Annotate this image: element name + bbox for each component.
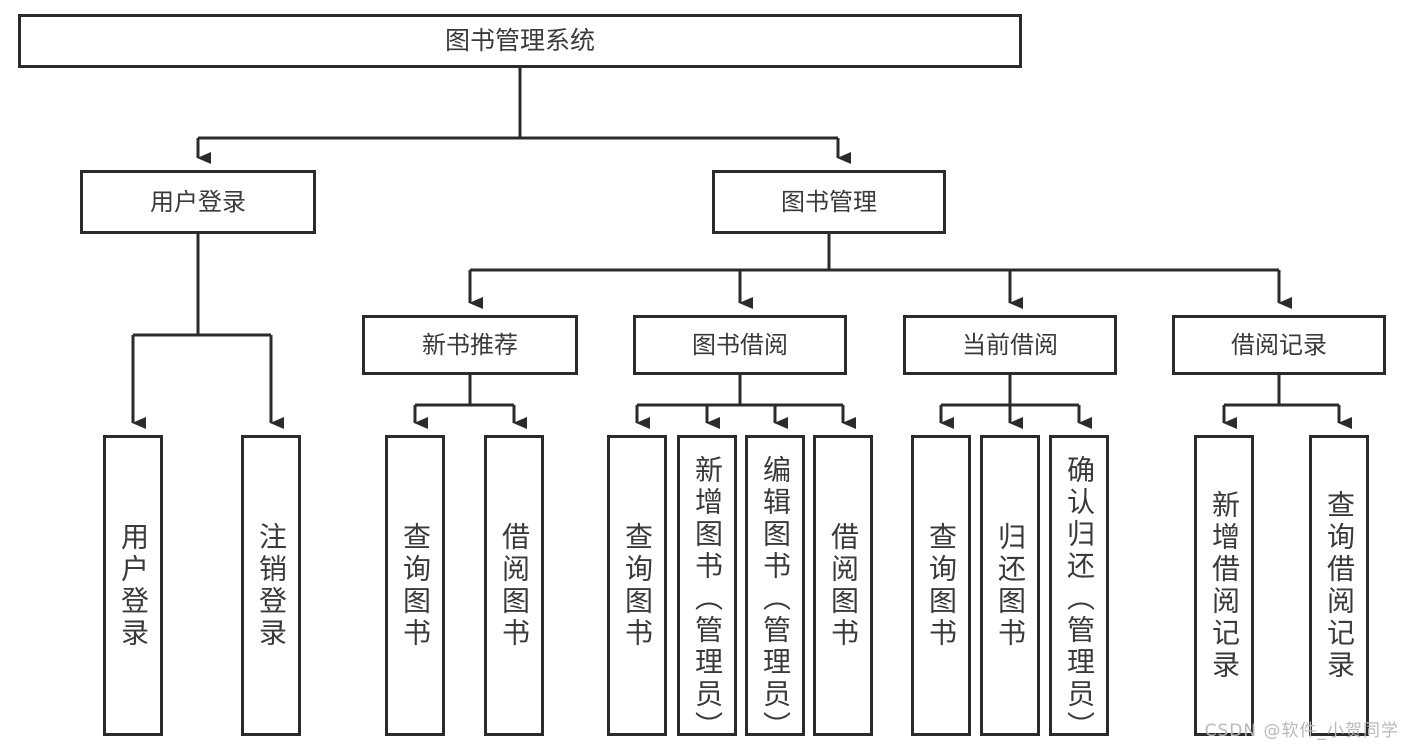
leaf-record-query-record[interactable]: 查询借阅记录 (1309, 435, 1369, 736)
leaf-user-login-login-label: 用户登录 (117, 521, 150, 650)
leaf-current-query-book[interactable]: 查询图书 (911, 435, 971, 736)
leaf-borrow-add-book-admin-label: 新增图书（管理员） (691, 454, 724, 743)
leaf-current-return-book-label: 归还图书 (994, 521, 1027, 650)
node-book-management[interactable]: 图书管理 (712, 170, 946, 234)
node-new-book-recommend[interactable]: 新书推荐 (362, 315, 578, 375)
leaf-borrow-edit-book-admin-label: 编辑图书（管理员） (759, 454, 792, 743)
leaf-borrow-borrow-book-label: 借阅图书 (827, 521, 860, 650)
node-user-login-label: 用户登录 (150, 187, 246, 216)
leaf-borrow-query-book[interactable]: 查询图书 (607, 435, 667, 736)
watermark: CSDN @软件_小贺同学 (1204, 721, 1399, 741)
leaf-recommend-query-book-label: 查询图书 (399, 521, 432, 650)
node-root[interactable]: 图书管理系统 (18, 14, 1022, 68)
node-book-management-label: 图书管理 (781, 187, 877, 216)
leaf-record-add-record[interactable]: 新增借阅记录 (1194, 435, 1254, 736)
node-borrow-record-label: 借阅记录 (1231, 330, 1327, 359)
leaf-record-add-record-label: 新增借阅记录 (1208, 489, 1241, 682)
leaf-user-login-login[interactable]: 用户登录 (103, 435, 163, 736)
node-current-borrow-label: 当前借阅 (962, 330, 1058, 359)
node-book-borrow-label: 图书借阅 (692, 330, 788, 359)
leaf-recommend-query-book[interactable]: 查询图书 (385, 435, 445, 736)
leaf-current-confirm-return-admin[interactable]: 确认归还（管理员） (1049, 435, 1109, 743)
node-user-login[interactable]: 用户登录 (80, 170, 316, 234)
node-new-book-recommend-label: 新书推荐 (422, 330, 518, 359)
node-current-borrow[interactable]: 当前借阅 (903, 315, 1117, 375)
leaf-current-query-book-label: 查询图书 (925, 521, 958, 650)
leaf-current-return-book[interactable]: 归还图书 (980, 435, 1040, 736)
leaf-user-login-logout-label: 注销登录 (255, 521, 288, 650)
leaf-recommend-borrow-book[interactable]: 借阅图书 (484, 435, 544, 736)
leaf-user-login-logout[interactable]: 注销登录 (241, 435, 301, 736)
leaf-current-confirm-return-admin-label: 确认归还（管理员） (1063, 454, 1096, 743)
leaf-record-query-record-label: 查询借阅记录 (1323, 489, 1356, 682)
leaf-borrow-borrow-book[interactable]: 借阅图书 (813, 435, 873, 736)
leaf-recommend-borrow-book-label: 借阅图书 (498, 521, 531, 650)
node-book-borrow[interactable]: 图书借阅 (633, 315, 847, 375)
node-root-label: 图书管理系统 (444, 26, 595, 56)
leaf-borrow-add-book-admin[interactable]: 新增图书（管理员） (677, 435, 737, 743)
leaf-borrow-edit-book-admin[interactable]: 编辑图书（管理员） (745, 435, 805, 743)
leaf-borrow-query-book-label: 查询图书 (621, 521, 654, 650)
node-borrow-record[interactable]: 借阅记录 (1172, 315, 1386, 375)
